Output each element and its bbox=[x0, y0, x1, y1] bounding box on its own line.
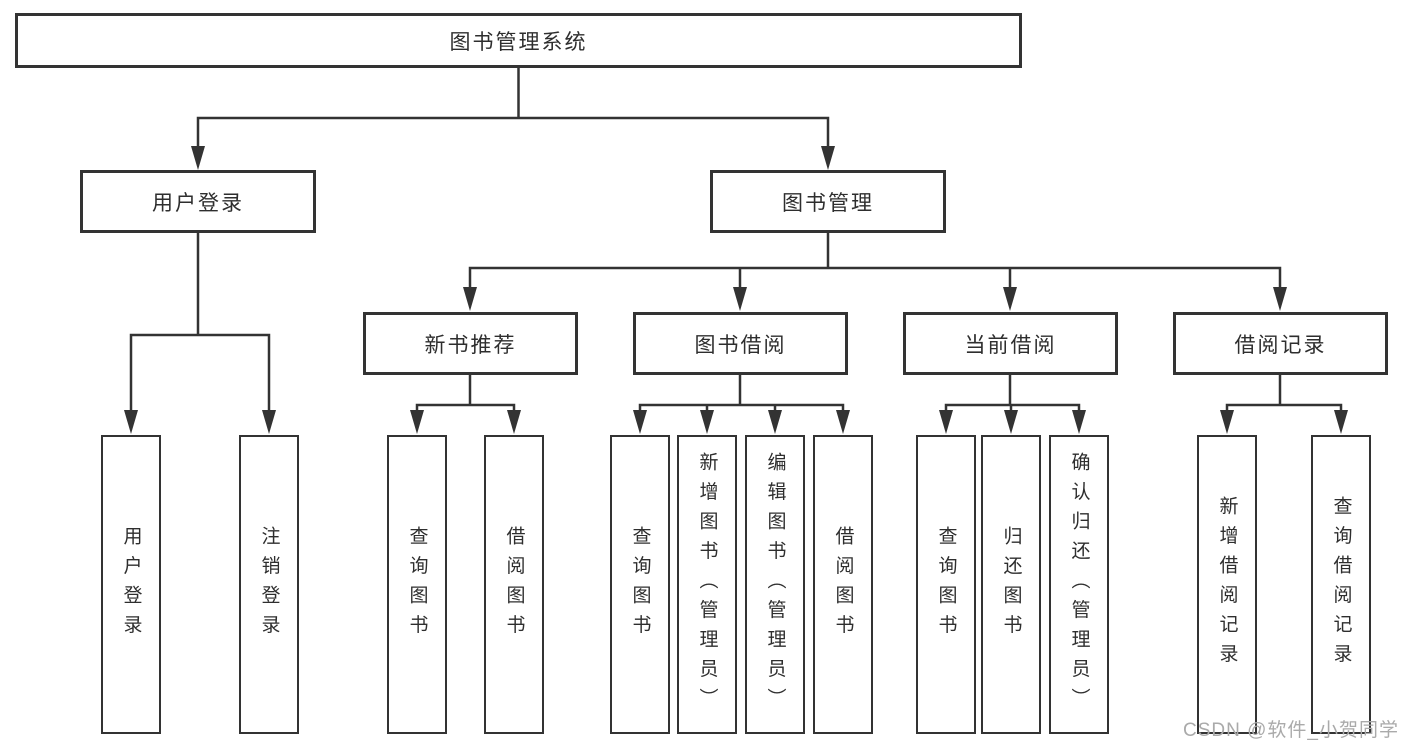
leaf-query-borrow-record-label: 查询借阅记录 bbox=[1330, 496, 1352, 673]
leaf-current-query-books: 查询图书 bbox=[916, 435, 976, 734]
leaf-confirm-return-admin: 确认归还（管理员） bbox=[1049, 435, 1109, 734]
leaf-logout-label: 注销登录 bbox=[258, 525, 280, 644]
node-current-borrowing-label: 当前借阅 bbox=[964, 333, 1057, 357]
leaf-recommend-borrow-books-label: 借阅图书 bbox=[503, 525, 525, 644]
node-book-borrowing-label: 图书借阅 bbox=[694, 333, 787, 357]
leaf-add-books-admin: 新增图书（管理员） bbox=[677, 435, 737, 734]
leaf-return-books: 归还图书 bbox=[981, 435, 1041, 734]
node-new-book-recommend-label: 新书推荐 bbox=[424, 333, 517, 357]
node-user-login: 用户登录 bbox=[80, 170, 316, 233]
node-book-management: 图书管理 bbox=[710, 170, 946, 233]
leaf-user-login: 用户登录 bbox=[101, 435, 161, 734]
leaf-recommend-query-books: 查询图书 bbox=[387, 435, 447, 734]
leaf-recommend-query-books-label: 查询图书 bbox=[406, 525, 428, 644]
leaf-borrowing-borrow-books: 借阅图书 bbox=[813, 435, 873, 734]
node-library-system: 图书管理系统 bbox=[15, 13, 1022, 68]
leaf-add-borrow-record-label: 新增借阅记录 bbox=[1216, 496, 1238, 673]
leaf-return-books-label: 归还图书 bbox=[1000, 525, 1022, 644]
node-new-book-recommend: 新书推荐 bbox=[363, 312, 578, 375]
leaf-query-borrow-record: 查询借阅记录 bbox=[1311, 435, 1371, 734]
leaf-borrowing-query-books-label: 查询图书 bbox=[629, 525, 651, 644]
node-library-system-label: 图书管理系统 bbox=[449, 30, 588, 54]
leaf-edit-books-admin-label: 编辑图书（管理员） bbox=[764, 451, 786, 718]
leaf-user-login-label: 用户登录 bbox=[120, 525, 142, 644]
arrowhead-icons bbox=[124, 146, 1348, 434]
leaf-edit-books-admin: 编辑图书（管理员） bbox=[745, 435, 805, 734]
leaf-borrowing-query-books: 查询图书 bbox=[610, 435, 670, 734]
leaf-add-books-admin-label: 新增图书（管理员） bbox=[696, 451, 718, 718]
connector-lines bbox=[129, 64, 1343, 414]
leaf-add-borrow-record: 新增借阅记录 bbox=[1197, 435, 1257, 734]
node-current-borrowing: 当前借阅 bbox=[903, 312, 1118, 375]
leaf-current-query-books-label: 查询图书 bbox=[935, 525, 957, 644]
leaf-confirm-return-admin-label: 确认归还（管理员） bbox=[1068, 451, 1090, 718]
leaf-recommend-borrow-books: 借阅图书 bbox=[484, 435, 544, 734]
csdn-watermark: CSDN @软件_小贺同学 bbox=[1183, 720, 1399, 741]
leaf-borrowing-borrow-books-label: 借阅图书 bbox=[832, 525, 854, 644]
node-book-borrowing: 图书借阅 bbox=[633, 312, 848, 375]
node-book-management-label: 图书管理 bbox=[782, 191, 874, 215]
node-user-login-label: 用户登录 bbox=[152, 191, 244, 215]
node-borrowing-records-label: 借阅记录 bbox=[1234, 333, 1327, 357]
node-borrowing-records: 借阅记录 bbox=[1173, 312, 1388, 375]
leaf-logout: 注销登录 bbox=[239, 435, 299, 734]
